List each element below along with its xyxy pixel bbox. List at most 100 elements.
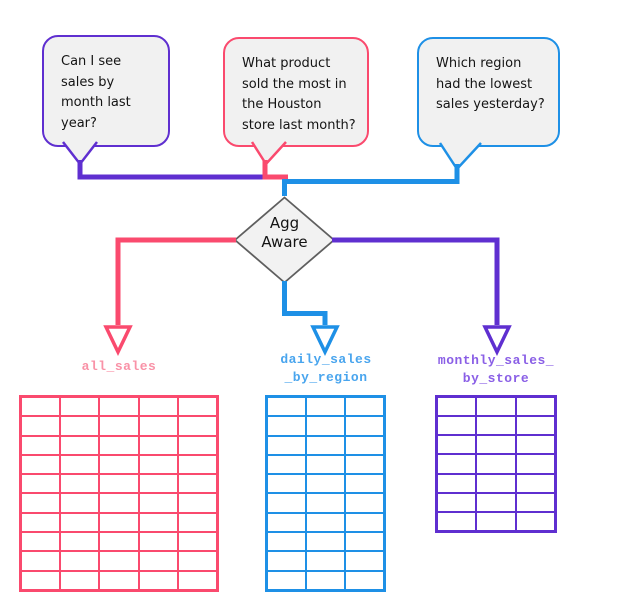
table-cell	[437, 454, 477, 474]
table-cell	[437, 473, 477, 493]
table-cell	[99, 474, 139, 494]
table-cell	[21, 512, 61, 533]
table-cell	[345, 454, 384, 475]
table-cell	[515, 416, 555, 436]
table-cell	[345, 493, 384, 513]
table-cell	[306, 435, 345, 455]
decision-label-line2: Aware	[261, 233, 308, 251]
decision-label-line1: Agg	[269, 214, 300, 232]
table-cell	[515, 454, 555, 474]
table-cell	[267, 435, 306, 455]
table-cell	[515, 435, 555, 455]
connector-pink-in	[262, 160, 288, 180]
table-cell	[21, 397, 61, 417]
table-cell	[476, 511, 516, 531]
table-cell	[99, 397, 139, 417]
table-cell	[21, 570, 61, 590]
table-cell	[306, 493, 345, 513]
connector-blue-out	[282, 281, 328, 325]
table-cell	[515, 397, 555, 417]
table-cell	[60, 416, 100, 436]
table-cell	[60, 474, 100, 494]
table-cell	[476, 416, 516, 436]
table-cell	[515, 473, 555, 493]
bubble-tail-pink	[250, 141, 287, 167]
table-cell	[138, 512, 178, 533]
table-label-line: by_store	[462, 371, 530, 386]
table-cell	[177, 551, 217, 571]
table-cell	[306, 416, 345, 436]
table-cell	[21, 551, 61, 571]
table-cell	[267, 570, 306, 590]
table-cell	[21, 493, 61, 513]
table-cell	[437, 492, 477, 512]
connector-pink-out	[115, 237, 236, 325]
table-cell	[99, 435, 139, 455]
table-cell	[437, 435, 477, 455]
table-cell	[99, 570, 139, 590]
table-all-sales	[19, 395, 219, 592]
table-cell	[267, 474, 306, 494]
table-cell	[99, 512, 139, 533]
bubble-text: What product sold the most in the Housto…	[242, 56, 356, 133]
connector-blue-in	[282, 164, 460, 196]
bubble-tail-blue	[438, 142, 482, 172]
table-cell	[21, 474, 61, 494]
table-cell	[345, 570, 384, 590]
table-cell	[99, 454, 139, 475]
table-cell	[99, 416, 139, 436]
speech-bubble-houston-question: What product sold the most in the Housto…	[223, 37, 369, 147]
table-cell	[345, 474, 384, 494]
table-cell	[21, 416, 61, 436]
table-cell	[437, 511, 477, 531]
decision-label: Agg Aware	[234, 214, 335, 252]
table-cell	[267, 551, 306, 571]
table-cell	[476, 473, 516, 493]
table-cell	[177, 532, 217, 552]
table-cell	[306, 474, 345, 494]
table-cell	[60, 493, 100, 513]
table-cell	[60, 435, 100, 455]
table-cell	[437, 416, 477, 436]
table-cell	[99, 532, 139, 552]
table-label-line: daily_sales	[280, 352, 372, 367]
table-cell	[138, 397, 178, 417]
table-cell	[177, 493, 217, 513]
table-cell	[21, 454, 61, 475]
table-cell	[21, 532, 61, 552]
table-cell	[306, 512, 345, 533]
table-cell	[177, 435, 217, 455]
bubble-text: Can I see sales by month last year?	[61, 54, 131, 131]
table-cell	[138, 416, 178, 436]
table-cell	[476, 397, 516, 417]
table-cell	[476, 492, 516, 512]
table-label-monthly-sales-by-store: monthly_sales_ by_store	[432, 352, 560, 388]
table-cell	[345, 532, 384, 552]
table-cell	[138, 532, 178, 552]
table-cell	[306, 454, 345, 475]
table-cell	[306, 570, 345, 590]
table-cell	[138, 474, 178, 494]
table-cell	[60, 454, 100, 475]
table-cell	[21, 435, 61, 455]
table-label-line: _by_region	[284, 370, 368, 385]
table-cell	[60, 570, 100, 590]
table-cell	[60, 512, 100, 533]
table-cell	[177, 474, 217, 494]
table-cell	[138, 570, 178, 590]
table-cell	[177, 416, 217, 436]
speech-bubble-monthly-sales-question: Can I see sales by month last year?	[42, 35, 170, 147]
table-cell	[138, 493, 178, 513]
connector-purple-out	[332, 237, 500, 325]
table-label-daily-sales-by-region: daily_sales _by_region	[263, 351, 389, 387]
table-cell	[267, 493, 306, 513]
table-cell	[177, 454, 217, 475]
table-cell	[345, 397, 384, 417]
table-label-line: all_sales	[81, 359, 157, 374]
table-label-line: monthly_sales_	[437, 353, 555, 368]
arrowhead-purple-icon	[482, 325, 512, 357]
bubble-text: Which region had the lowest sales yester…	[436, 56, 545, 113]
table-cell	[267, 454, 306, 475]
